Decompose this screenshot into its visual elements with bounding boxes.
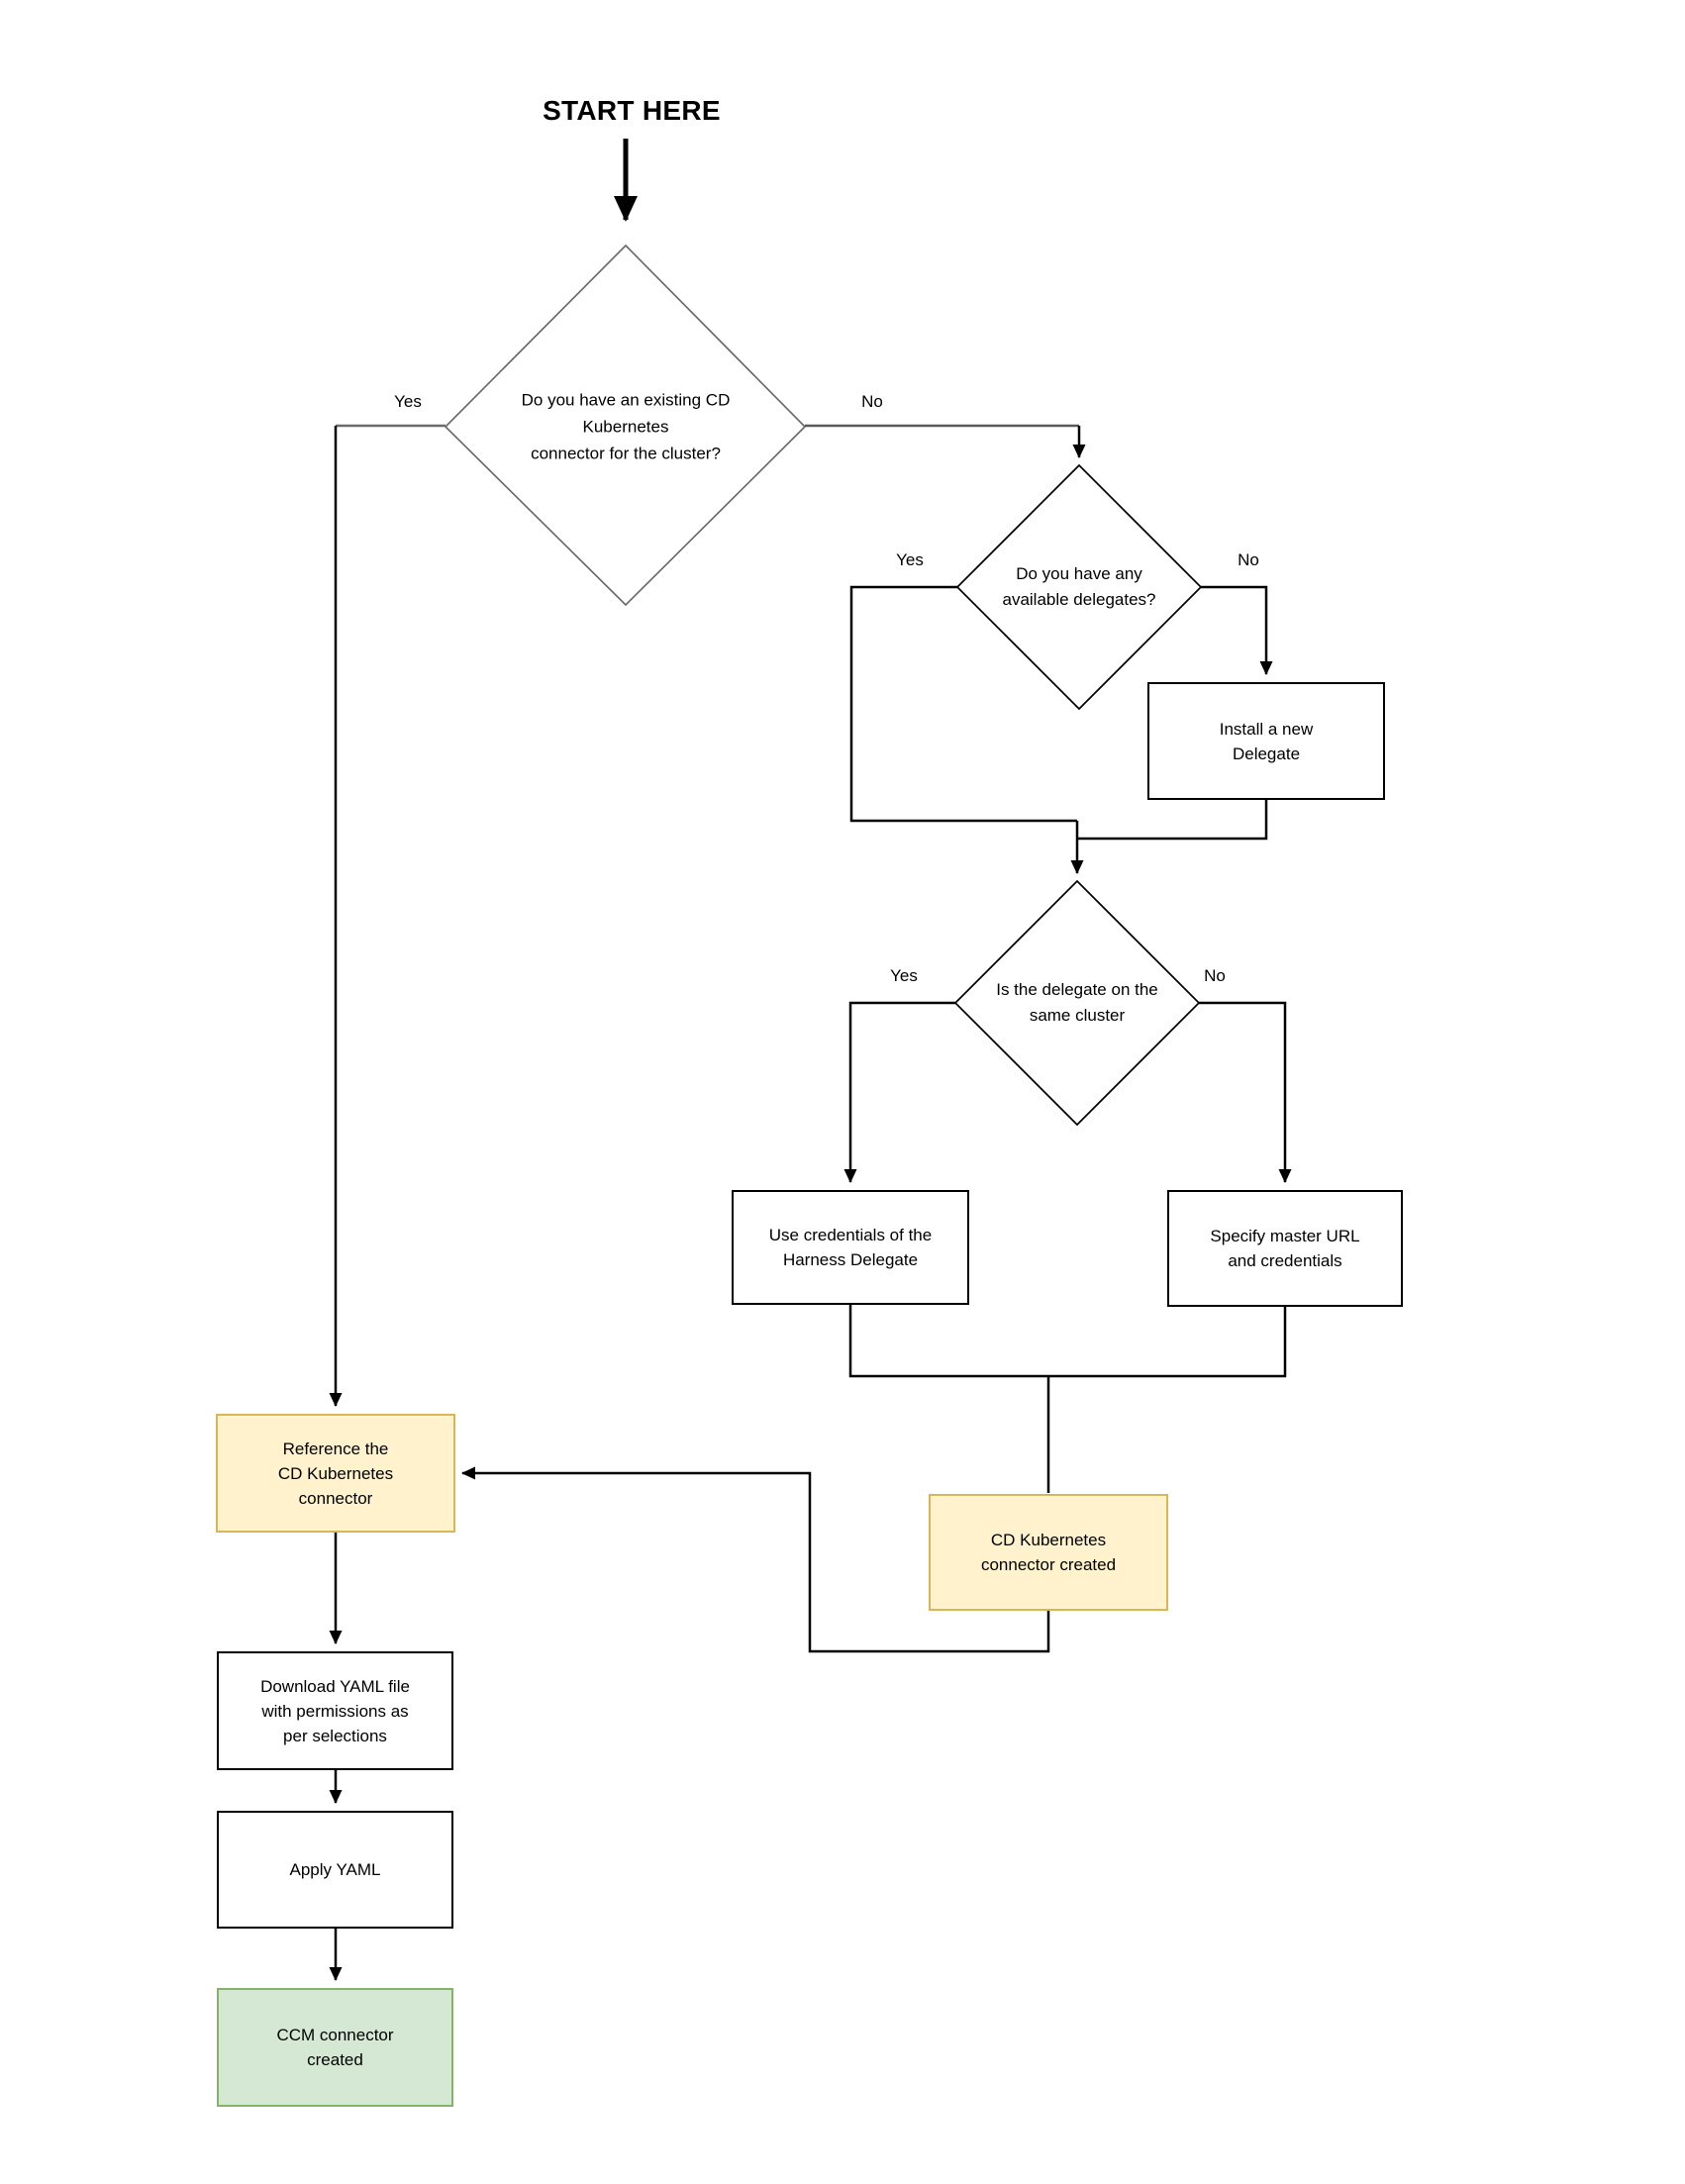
edge-delegates-no-to-install: [1201, 585, 1273, 675]
decision-delegate-same-cluster-label: Is the delegate on the same cluster: [996, 980, 1158, 1025]
decision-available-delegates-shape: [955, 463, 1203, 711]
existing-no-label: No: [861, 392, 883, 411]
edge-same-cluster-no: [1199, 1001, 1292, 1183]
decision-delegate-same-cluster-shape: [953, 879, 1201, 1127]
decision-available-delegates-label: Do you have any available delegates?: [1002, 564, 1156, 609]
edge-credentials-merge: [848, 1305, 1287, 1378]
reference-connector-box: Reference the CD Kubernetes connector: [216, 1414, 455, 1533]
apply-yaml-box: Apply YAML: [217, 1811, 453, 1929]
decision-existing-connector-label: Do you have an existing CD Kubernetes co…: [521, 390, 731, 463]
install-delegate-box: Install a new Delegate: [1147, 682, 1385, 800]
use-credentials-box: Use credentials of the Harness Delegate: [732, 1190, 969, 1305]
same-cluster-no-label: No: [1204, 966, 1226, 985]
cd-connector-created-box: CD Kubernetes connector created: [929, 1494, 1168, 1611]
edge-created-to-reference: [461, 1466, 1050, 1653]
specify-master-url-box: Specify master URL and credentials: [1167, 1190, 1403, 1307]
delegates-no-label: No: [1238, 550, 1259, 569]
edge-delegates-yes: [849, 585, 1077, 823]
edge-same-cluster-yes: [843, 1001, 955, 1183]
start-here-title: START HERE: [543, 95, 721, 126]
ccm-connector-created-box: CCM connector created: [217, 1988, 453, 2107]
delegates-yes-label: Yes: [896, 550, 924, 569]
edge-install-out: [1077, 800, 1268, 841]
existing-yes-label: Yes: [394, 392, 422, 411]
download-yaml-box: Download YAML file with permissions as p…: [217, 1651, 453, 1770]
same-cluster-yes-label: Yes: [890, 966, 918, 985]
decision-existing-connector-shape: [444, 244, 807, 607]
